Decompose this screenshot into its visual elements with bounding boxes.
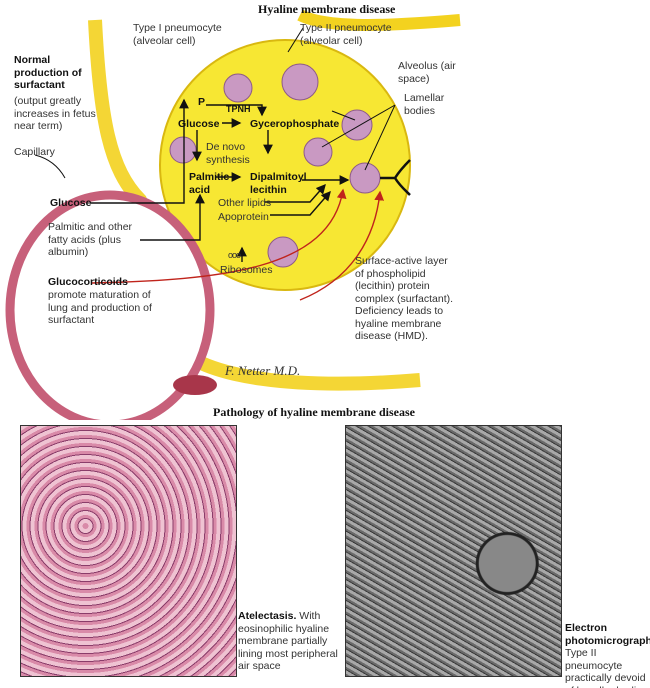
ribosome-icon: ooo xyxy=(228,250,241,260)
node-glycerophosphate: Gycerophosphate xyxy=(250,118,340,130)
capillary xyxy=(5,190,215,420)
em-heading: Electron photomicrograph. xyxy=(565,622,650,647)
label-capillary: Capillary xyxy=(14,146,55,158)
atelectasis-heading: Atelectasis. xyxy=(238,610,297,622)
diagram-title: Hyaline membrane disease xyxy=(258,2,396,16)
node-other-lipids: Other lipids xyxy=(218,197,272,209)
atelectasis-note: With eosinophilic hyaline membrane parti… xyxy=(238,610,338,672)
node-glucose: Glucose xyxy=(178,118,220,130)
normal-production-note: (output greatly increases in fetus near … xyxy=(14,95,96,132)
node-ribosomes: Ribosomes xyxy=(220,264,273,276)
atelectasis-caption: Atelectasis. With eosinophilic hyaline m… xyxy=(238,610,343,673)
node-dipalmitoyl-lecithin: Dipalmitoyl lecithin xyxy=(250,171,307,196)
node-p: P xyxy=(198,96,206,108)
label-glucocorticoids: Glucocorticoids xyxy=(48,276,128,288)
type-ii-pneumocyte xyxy=(159,39,411,291)
node-de-novo: De novo synthesis xyxy=(206,141,250,166)
node-palmitic-acid: Palmitic acid xyxy=(189,171,230,196)
em-note: Type II pneumocyte practically devoid of… xyxy=(565,647,647,688)
pathway-arrows xyxy=(90,98,350,262)
normal-production-heading: Normal production of surfactant xyxy=(14,54,82,91)
node-tpnh: TPNH xyxy=(226,104,251,114)
lamellar-bodies xyxy=(169,63,381,268)
atelectasis-micrograph xyxy=(20,425,237,677)
electron-micrograph xyxy=(345,425,562,677)
signature: F. Netter M.D. xyxy=(225,363,301,378)
glucocorticoids-note: promote maturation of lung and productio… xyxy=(48,289,152,326)
red-blood-cell xyxy=(173,375,217,395)
illustration xyxy=(5,9,461,420)
label-fatty-acids: Palmitic and other fatty acids (plus alb… xyxy=(48,221,133,258)
label-lamellar: Lamellar bodies xyxy=(404,92,445,117)
node-apoprotein: Apoprotein xyxy=(218,211,269,223)
label-alveolus: Alveolus (air space) xyxy=(398,60,456,85)
em-caption: Electron photomicrograph. Type II pneumo… xyxy=(565,622,650,688)
label-type-ii: Type II pneumocyte (alveolar cell) xyxy=(300,22,392,47)
surfactant-note: Surface-active layer of phospholipid (le… xyxy=(355,255,454,342)
pathology-title: Pathology of hyaline membrane disease xyxy=(213,405,415,419)
label-type-i: Type I pneumocyte (alveolar cell) xyxy=(133,22,222,47)
label-glucose-capillary: Glucose xyxy=(50,197,92,209)
